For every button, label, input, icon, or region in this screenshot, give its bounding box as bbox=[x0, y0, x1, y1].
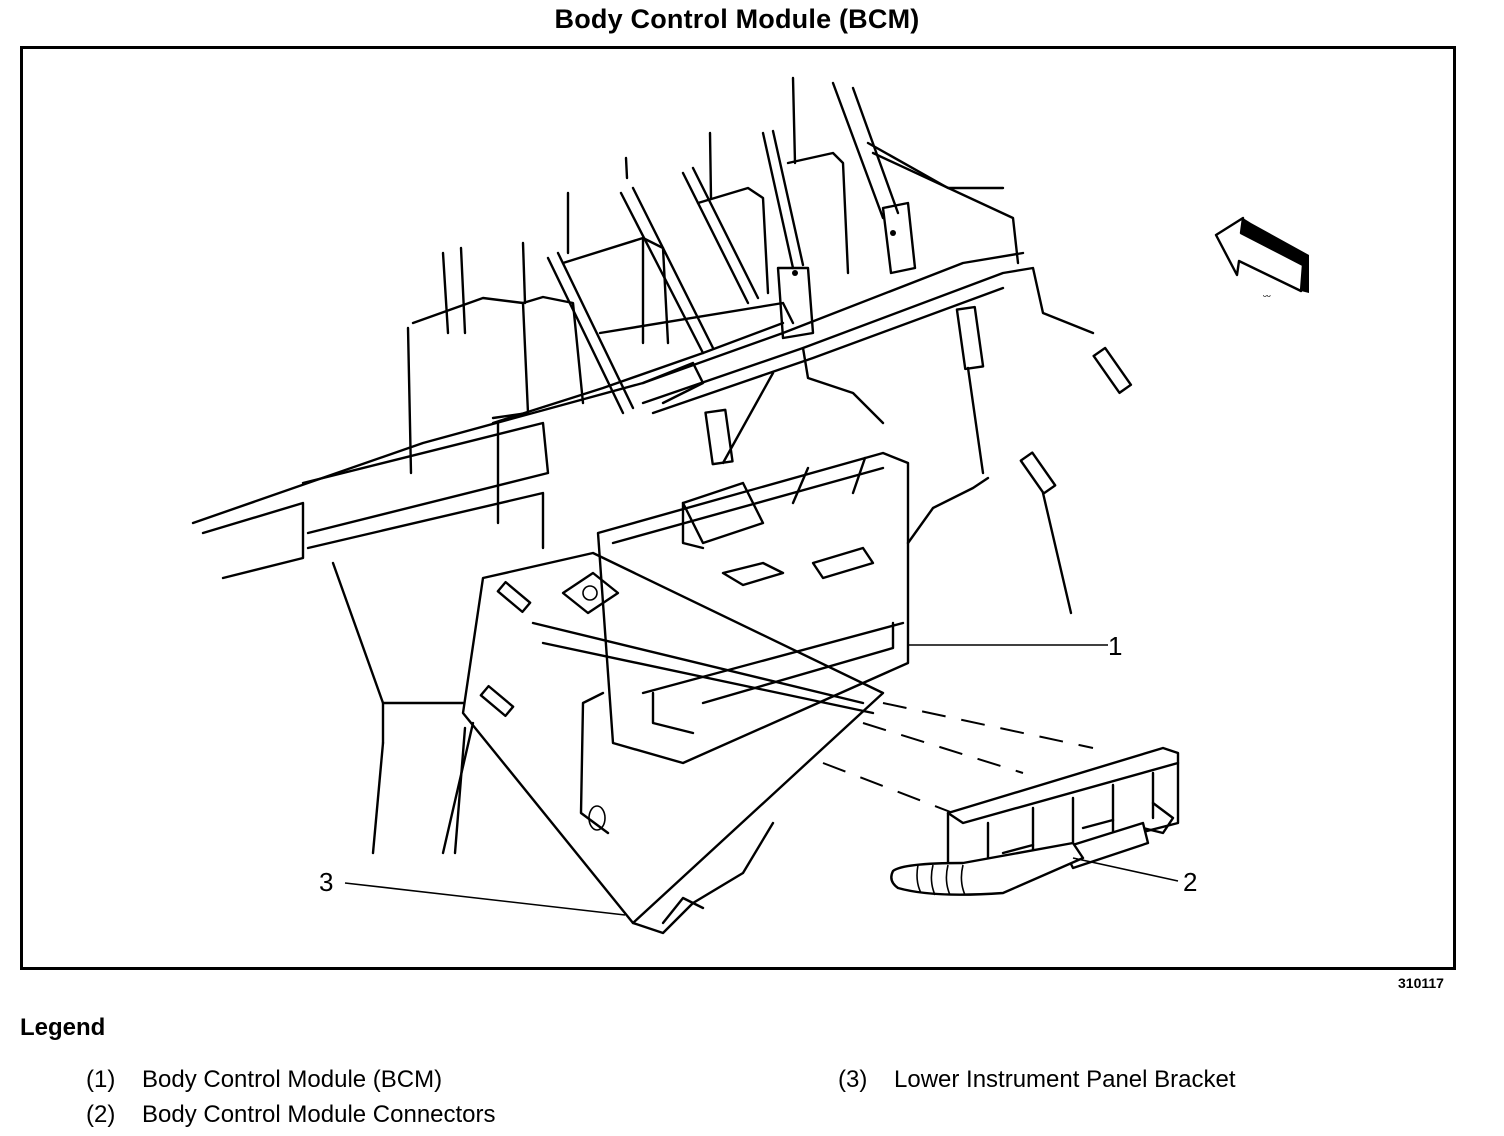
legend-item-text: Body Control Module Connectors bbox=[142, 1101, 496, 1128]
bcm-illustration: ᴗᴗ bbox=[191, 76, 1309, 935]
legend-item-text: Lower Instrument Panel Bracket bbox=[894, 1066, 1236, 1093]
view-direction-arrow-icon: ᴗᴗ bbox=[1214, 216, 1309, 299]
svg-text:ᴗᴗ: ᴗᴗ bbox=[1263, 292, 1271, 299]
diagram-title: Body Control Module (BCM) bbox=[554, 4, 920, 34]
bcm-module bbox=[596, 451, 990, 765]
mounting-studs bbox=[479, 305, 1133, 718]
legend-item-text: Body Control Module (BCM) bbox=[142, 1066, 443, 1093]
legend-title: Legend bbox=[20, 1014, 106, 1041]
legend-item-3: (3) Lower Instrument Panel Bracket bbox=[838, 1066, 1236, 1094]
bcm-connectors bbox=[822, 702, 1180, 896]
instrument-panel-structure bbox=[191, 76, 1095, 745]
leader-lines bbox=[344, 644, 1179, 916]
illustration-frame: ᴗᴗ 1 2 3 bbox=[20, 46, 1456, 970]
legend-item-number: (3) bbox=[838, 1066, 868, 1093]
callout-1: 1 bbox=[1108, 631, 1123, 661]
figure-id: 310117 bbox=[1398, 975, 1444, 991]
legend-item-number: (2) bbox=[86, 1101, 116, 1128]
legend-item-number: (1) bbox=[86, 1066, 116, 1093]
legend-item-1: (1) Body Control Module (BCM) bbox=[86, 1066, 442, 1094]
legend-item-2: (2) Body Control Module Connectors bbox=[86, 1101, 496, 1129]
lower-ip-bracket bbox=[371, 551, 885, 935]
callout-3: 3 bbox=[319, 867, 334, 897]
callout-2: 2 bbox=[1183, 867, 1198, 897]
